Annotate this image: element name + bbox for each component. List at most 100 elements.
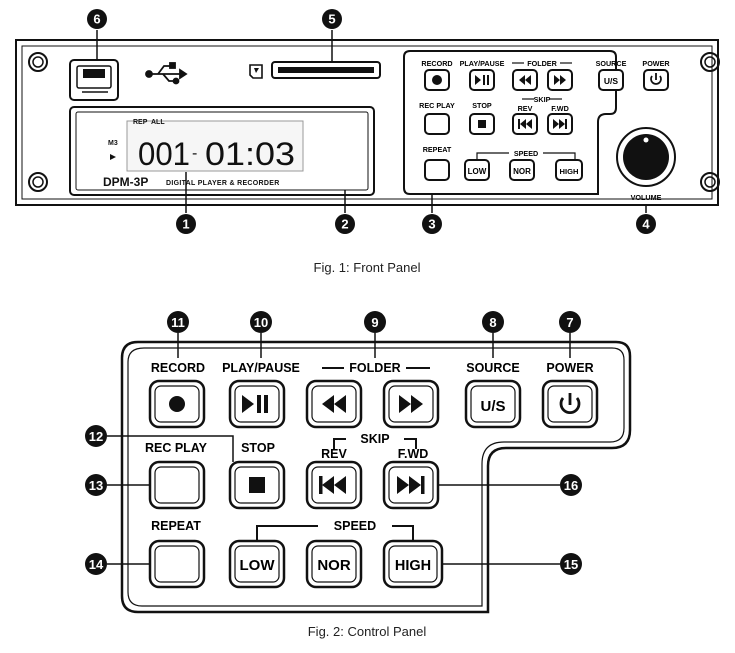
panel-speed-high-button[interactable]: HIGH xyxy=(382,539,444,589)
panel-source-button-label: U/S xyxy=(480,398,505,415)
callout-2-number: 2 xyxy=(341,217,348,232)
play-pause-icon xyxy=(475,75,481,85)
callout-11-number: 11 xyxy=(171,315,185,330)
play-indicator-icon xyxy=(110,154,116,160)
panel-skip-fwd-button[interactable] xyxy=(382,460,440,510)
lcd-rep-indicator: REP xyxy=(133,119,148,126)
panel-repeat-button[interactable] xyxy=(148,539,206,589)
callout-16-number: 16 xyxy=(564,478,578,493)
panel-label-power: POWER xyxy=(546,361,593,375)
screw-icon xyxy=(28,52,48,72)
panel-label-rev: REV xyxy=(321,447,347,461)
panel-speed-high-label: HIGH xyxy=(395,558,431,574)
lcd-display: REP ALL M3 001 - 01:03 DPM-3P DIGITAL PL… xyxy=(69,106,375,196)
usb-port xyxy=(69,59,119,101)
record-icon xyxy=(169,396,185,412)
panel-source-button[interactable]: U/S xyxy=(464,379,522,429)
fast-forward-icon xyxy=(399,395,423,413)
figure-1-caption: Fig. 1: Front Panel xyxy=(314,260,421,275)
callout-16: 16 xyxy=(438,474,582,496)
callout-15-number: 15 xyxy=(564,557,578,572)
panel-label-rec-play: REC PLAY xyxy=(145,441,208,455)
callout-8-number: 8 xyxy=(489,315,496,330)
panel-label-folder: FOLDER xyxy=(349,361,400,375)
callout-10: 10 xyxy=(250,311,272,358)
label-speed: SPEED xyxy=(514,149,538,158)
stop-icon xyxy=(478,120,486,128)
callout-9-number: 9 xyxy=(371,315,378,330)
label-power: POWER xyxy=(642,59,670,68)
speed-high-button[interactable]: HIGH xyxy=(555,159,583,181)
label-rev: REV xyxy=(518,104,533,113)
card-slot xyxy=(271,61,381,79)
callout-9: 9 xyxy=(364,311,386,358)
panel-label-speed: SPEED xyxy=(334,519,376,533)
panel-label-skip: SKIP xyxy=(360,432,389,446)
speed-nor-button[interactable]: NOR xyxy=(509,159,535,181)
callout-4: 4 xyxy=(636,204,656,234)
front-control-panel: RECORD PLAY/PAUSE FOLDER SOURCE POWER U/… xyxy=(403,50,670,195)
record-icon xyxy=(432,75,442,85)
callout-1-number: 1 xyxy=(182,217,189,232)
callout-13: 13 xyxy=(85,474,150,496)
callout-8: 8 xyxy=(482,311,504,358)
usb-icon xyxy=(145,62,188,85)
lcd-time: 01:03 xyxy=(205,136,295,172)
screw-icon xyxy=(700,52,720,72)
label-skip: SKIP xyxy=(534,95,551,104)
panel-folder-next-button[interactable] xyxy=(382,379,440,429)
lcd-track-number: 001 xyxy=(138,136,190,172)
figure-2-caption: Fig. 2: Control Panel xyxy=(308,624,427,639)
power-icon xyxy=(559,393,581,414)
fast-forward-icon xyxy=(554,75,566,85)
callout-3-number: 3 xyxy=(428,217,435,232)
callout-6-number: 6 xyxy=(93,12,100,27)
label-rec-play: REC PLAY xyxy=(419,101,455,110)
panel-skip-rev-button[interactable] xyxy=(305,460,363,510)
model-subtitle: DIGITAL PLAYER & RECORDER xyxy=(166,180,280,187)
speed-bracket xyxy=(256,525,414,544)
source-button-label: U/S xyxy=(604,76,619,86)
folder-prev-button[interactable] xyxy=(512,69,538,91)
volume-knob[interactable] xyxy=(616,127,676,187)
panel-stop-button[interactable] xyxy=(228,460,286,510)
callout-13-number: 13 xyxy=(89,478,103,493)
source-button[interactable]: U/S xyxy=(598,69,624,91)
power-button[interactable] xyxy=(643,69,669,91)
rec-play-button[interactable] xyxy=(424,113,450,135)
label-stop: STOP xyxy=(472,101,492,110)
rewind-icon xyxy=(519,75,531,85)
label-volume: VOLUME xyxy=(631,193,662,202)
panel-label-record: RECORD xyxy=(151,361,205,375)
speed-low-button[interactable]: LOW xyxy=(464,159,490,181)
record-button[interactable] xyxy=(424,69,450,91)
screw-icon xyxy=(700,172,720,192)
panel-folder-prev-button[interactable] xyxy=(305,379,363,429)
control-panel-detail: RECORD PLAY/PAUSE FOLDER SOURCE POWER U/… xyxy=(120,340,632,614)
panel-label-stop: STOP xyxy=(241,441,275,455)
repeat-button[interactable] xyxy=(424,159,450,181)
callout-14: 14 xyxy=(85,553,150,575)
panel-speed-low-button[interactable]: LOW xyxy=(228,539,286,589)
panel-speed-nor-button[interactable]: NOR xyxy=(305,539,363,589)
callout-11: 11 xyxy=(167,311,189,358)
panel-label-fwd: F.WD xyxy=(398,447,429,461)
folder-next-button[interactable] xyxy=(547,69,573,91)
panel-rec-play-button[interactable] xyxy=(148,460,206,510)
speed-nor-label: NOR xyxy=(513,167,531,176)
panel-play-pause-button[interactable] xyxy=(228,379,286,429)
play-pause-button[interactable] xyxy=(469,69,495,91)
model-name: DPM-3P xyxy=(103,175,148,189)
panel-record-button[interactable] xyxy=(148,379,206,429)
skip-back-icon xyxy=(518,119,532,129)
panel-speed-nor-label: NOR xyxy=(317,557,351,574)
callout-7: 7 xyxy=(559,311,581,358)
panel-power-button[interactable] xyxy=(541,379,599,429)
skip-fwd-button[interactable] xyxy=(547,113,573,135)
stop-button[interactable] xyxy=(469,113,495,135)
faceplate-inner xyxy=(21,45,713,200)
callout-12-number: 12 xyxy=(89,429,103,444)
callout-3: 3 xyxy=(422,194,442,234)
skip-rev-button[interactable] xyxy=(512,113,538,135)
